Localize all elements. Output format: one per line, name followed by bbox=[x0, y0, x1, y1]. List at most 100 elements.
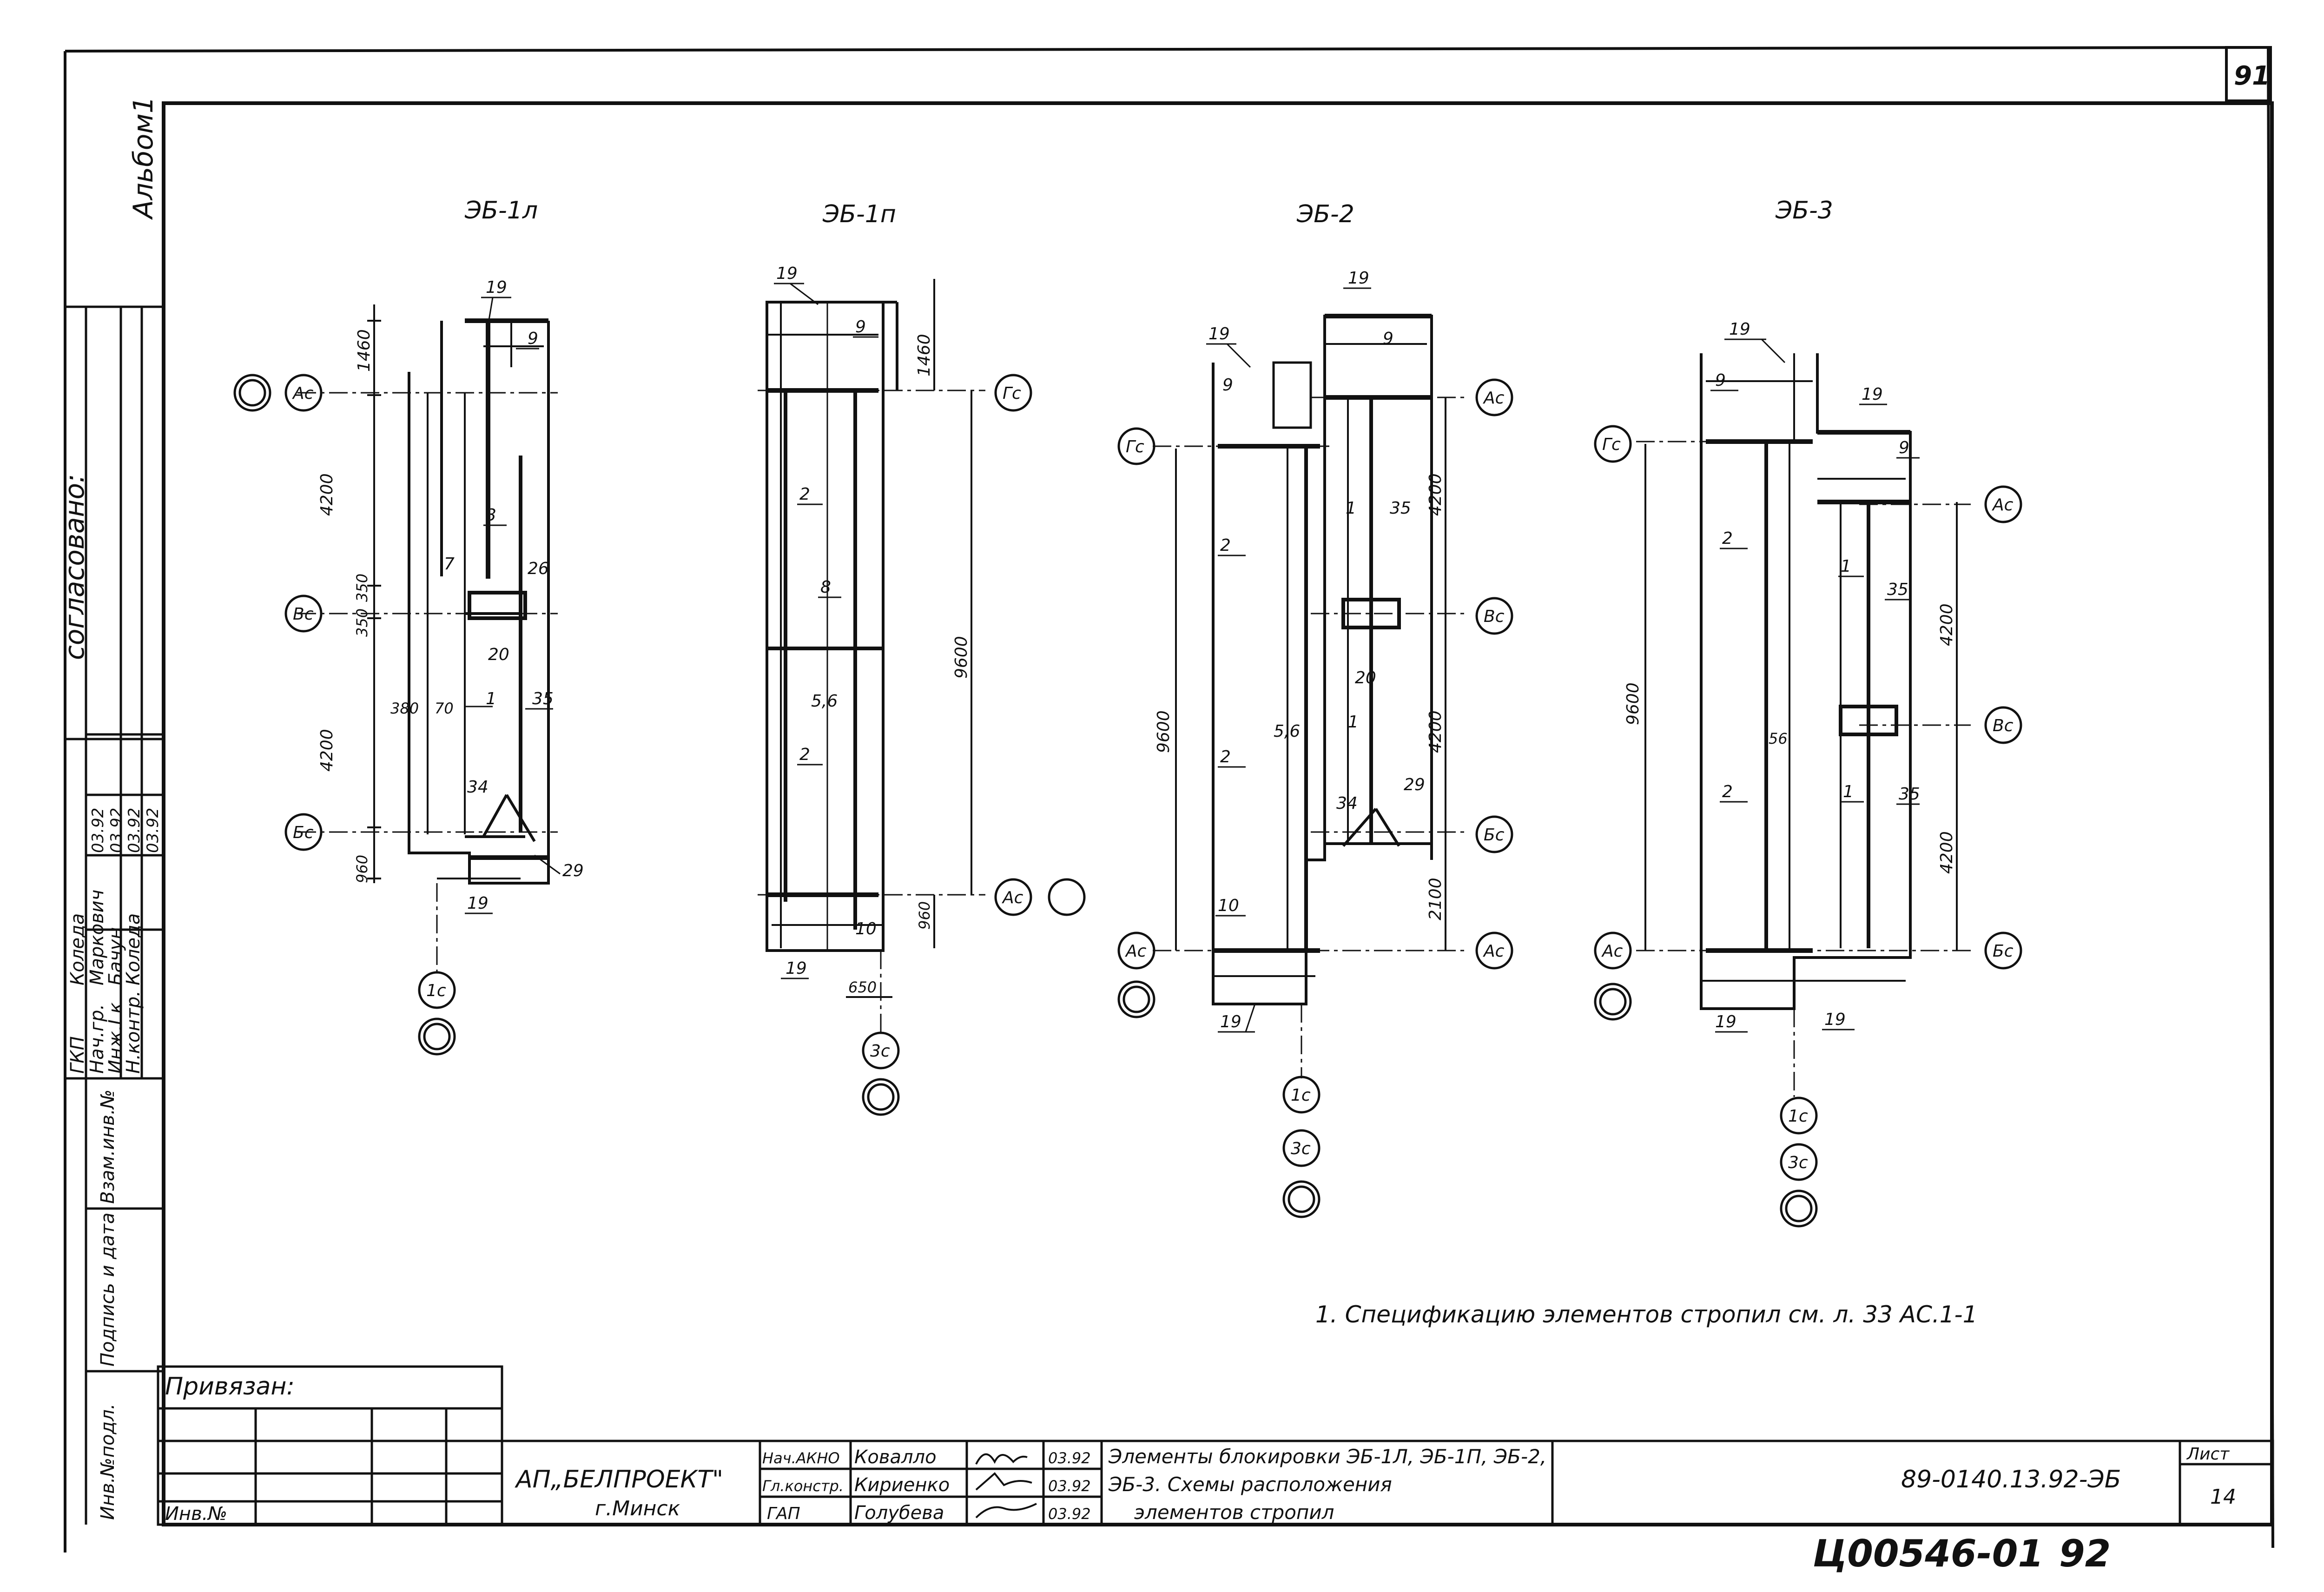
label: 9 bbox=[528, 329, 538, 348]
album-label: Альбом1 bbox=[127, 96, 159, 220]
label: 8 bbox=[820, 578, 831, 597]
label: 03.92 bbox=[1048, 1477, 1091, 1495]
label: 9 bbox=[1715, 371, 1726, 390]
label: 03.92 bbox=[125, 808, 144, 853]
label: Ковалло bbox=[854, 1447, 937, 1468]
label: 70 bbox=[435, 700, 454, 717]
label: Ас bbox=[1601, 942, 1623, 961]
label: Ас bbox=[1483, 389, 1505, 408]
label: Голубева bbox=[854, 1502, 944, 1524]
label: 1460 bbox=[355, 329, 374, 372]
label: 3с bbox=[870, 1042, 890, 1061]
label: 19 bbox=[1715, 1012, 1736, 1031]
label: 35 bbox=[1390, 499, 1411, 518]
label: 2 bbox=[1220, 747, 1231, 766]
bound-label: Привязан: bbox=[165, 1373, 295, 1400]
archive-code: Ц00546-01 bbox=[1813, 1532, 2044, 1575]
label: ГАП bbox=[767, 1504, 800, 1523]
label: 4200 bbox=[317, 473, 337, 516]
label: 350 bbox=[353, 608, 371, 637]
label: Н.контр. bbox=[123, 991, 144, 1074]
label: 4200 bbox=[1937, 831, 1956, 874]
label: 2100 bbox=[1426, 878, 1445, 920]
label: 2 bbox=[799, 485, 810, 504]
label: Ас bbox=[1992, 495, 2014, 515]
label: 19 bbox=[1824, 1010, 1846, 1029]
label: 34 bbox=[1336, 794, 1358, 813]
label: 19 bbox=[786, 959, 807, 978]
label: 19 bbox=[1862, 385, 1883, 404]
label: Нач.АКНО bbox=[762, 1449, 840, 1467]
label: 19 bbox=[1208, 324, 1230, 344]
label: 1 bbox=[1841, 557, 1851, 576]
label: ГКП bbox=[67, 1036, 88, 1074]
label: 03.92 bbox=[89, 808, 107, 853]
label: 9 bbox=[855, 317, 866, 337]
label: 34 bbox=[467, 778, 489, 797]
label: 350 bbox=[353, 574, 371, 602]
label: 89-0140.13.92-ЭБ bbox=[1901, 1466, 2121, 1493]
note: 1. Спецификацию элементов стропил см. л.… bbox=[1315, 1301, 1977, 1328]
label: 2 bbox=[1220, 536, 1231, 555]
label: Ас bbox=[1483, 942, 1505, 961]
label: Бс bbox=[1993, 942, 2014, 961]
label: 4200 bbox=[1937, 603, 1956, 646]
label: 4200 bbox=[317, 729, 337, 772]
label: 35 bbox=[532, 689, 554, 708]
label: 10 bbox=[1218, 896, 1239, 915]
label: 35 bbox=[1899, 785, 1920, 804]
label: 1460 bbox=[915, 334, 934, 377]
label: 03.92 bbox=[144, 808, 162, 853]
label: Маркович bbox=[86, 890, 108, 985]
label: 29 bbox=[562, 861, 584, 880]
corner-number: 91 bbox=[2234, 61, 2270, 91]
label: Ас bbox=[292, 384, 314, 403]
label: 9600 bbox=[1154, 710, 1173, 753]
label: 03.92 bbox=[107, 808, 126, 853]
signatures bbox=[975, 1453, 1037, 1519]
label: 20 bbox=[1355, 668, 1376, 687]
diagram-title: ЭБ-1п bbox=[822, 200, 896, 228]
label: 03.92 bbox=[1048, 1449, 1091, 1467]
label: Кириенко bbox=[854, 1474, 950, 1496]
diagram-title: ЭБ-2 bbox=[1296, 200, 1354, 228]
label: 7 bbox=[444, 555, 455, 574]
label: 5,6 bbox=[811, 692, 838, 711]
agreed-label: согласовано: bbox=[59, 474, 90, 660]
label: Взам.инв.№ bbox=[97, 1090, 119, 1204]
label: 3 bbox=[486, 506, 496, 525]
label: 19 bbox=[1729, 320, 1750, 339]
side-roles: ГКП Нач.гр. Инж.I к Н.контр. Коледа Марк… bbox=[67, 808, 162, 1520]
label: Коледа bbox=[67, 913, 88, 985]
diagram-eb1p: ЭБ-1п Гс Ас 3с bbox=[758, 200, 1086, 1116]
label: Элементы блокировки ЭБ-1Л, ЭБ-1П, ЭБ-2, bbox=[1108, 1445, 1546, 1468]
diagram-eb2: ЭБ-2 bbox=[1117, 200, 1513, 1218]
label: 19 bbox=[486, 278, 507, 297]
label: 4200 bbox=[1426, 710, 1445, 753]
label: 26 bbox=[528, 559, 549, 578]
label: 1 bbox=[1346, 499, 1356, 518]
label: ЭБ-3. Схемы расположения bbox=[1108, 1473, 1392, 1496]
label: 1 bbox=[486, 689, 496, 708]
label: 19 bbox=[467, 894, 489, 913]
label: Бачун bbox=[105, 927, 126, 985]
label: Коледа bbox=[123, 913, 144, 985]
title-block bbox=[501, 1440, 2274, 1526]
label: 56 bbox=[1769, 730, 1788, 747]
label: 3с bbox=[1291, 1139, 1311, 1158]
side-stamp bbox=[65, 305, 164, 1525]
corner-number-box: 91 bbox=[2225, 46, 2272, 102]
label: 19 bbox=[1348, 269, 1369, 288]
label: Лист bbox=[2186, 1445, 2230, 1464]
label: Ас bbox=[1002, 888, 1023, 907]
label: 2 bbox=[1722, 529, 1733, 548]
label: 35 bbox=[1887, 580, 1908, 599]
label: 9 bbox=[1222, 376, 1233, 395]
label: 9 bbox=[1899, 438, 1909, 457]
label: 650 bbox=[848, 978, 877, 996]
label: Гс bbox=[1126, 437, 1144, 456]
label: 20 bbox=[488, 645, 509, 664]
label: Вс bbox=[293, 605, 314, 624]
label: 29 bbox=[1404, 775, 1425, 794]
